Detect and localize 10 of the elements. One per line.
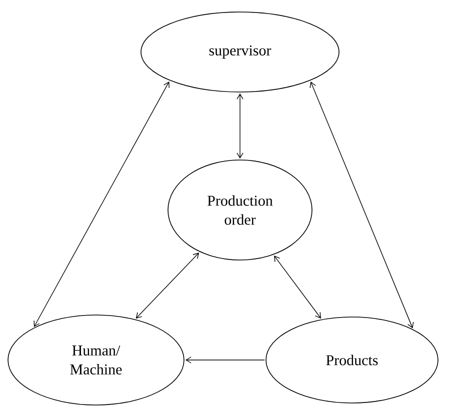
ellipse-node: Production order <box>168 160 312 260</box>
arrow <box>185 356 265 364</box>
ellipse-node: Products <box>266 316 438 404</box>
arrow <box>34 81 170 328</box>
arrow <box>236 93 244 159</box>
arrow <box>136 252 200 319</box>
arrow <box>274 256 322 319</box>
arrow <box>310 82 414 328</box>
ellipse-node: Human/ Machine <box>8 314 184 406</box>
ellipse-node: supervisor <box>140 12 340 92</box>
